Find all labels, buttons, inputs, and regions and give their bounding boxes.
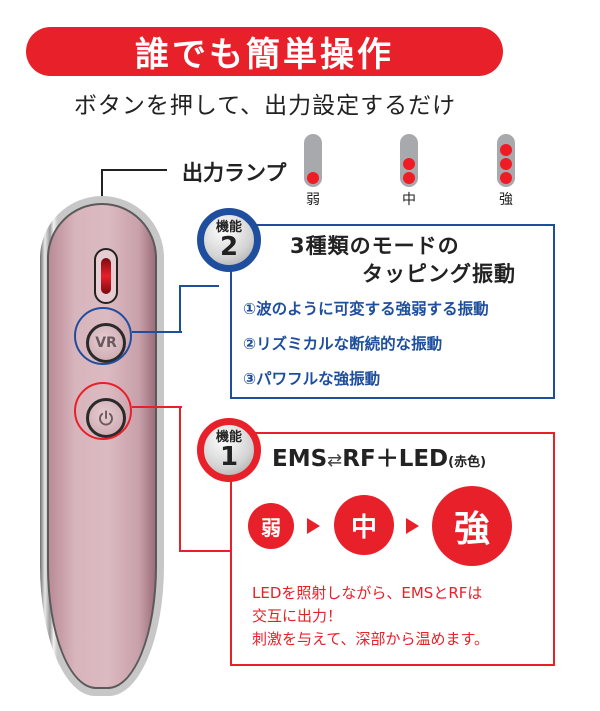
feature2-panel (230, 224, 555, 399)
lamp-dot (403, 172, 415, 184)
feature2-item-2: ②リズミカルな断続的な振動 (243, 335, 443, 353)
feature1-desc-line-3: 刺激を与えて、深部から温めます。 (252, 630, 490, 648)
feature2-badge-label: 機能 (215, 219, 242, 235)
feature2-connector-vertical (179, 285, 181, 333)
lamp-caption-weak: 弱 (306, 192, 320, 208)
feature1-connector-bottom (179, 550, 230, 552)
page-title: 誰でも簡単操作 (135, 35, 394, 75)
output-lamp (94, 248, 118, 304)
led-light (101, 258, 111, 294)
feature1-title-ems: EMS (272, 446, 328, 472)
device-body: VR (47, 203, 157, 689)
lamp-dot (307, 172, 319, 184)
feature2-badge: 機能 2 (197, 208, 261, 272)
level-mid-label: 中 (350, 512, 377, 543)
vr-button-highlight-ring (74, 307, 132, 365)
arrow-right-icon (406, 518, 419, 534)
feature1-badge: 機能 1 (197, 418, 261, 482)
lamp-dot (500, 144, 512, 156)
feature1-connector-vertical (179, 406, 181, 552)
title-banner: 誰でも簡単操作 (26, 27, 503, 76)
feature1-desc-line-2: 交互に出力！ (252, 607, 343, 625)
level-strong-label: 強 (453, 509, 490, 550)
feature2-title-line2: タッピング振動 (362, 262, 516, 286)
feature1-title-color-note: (赤色) (448, 455, 487, 470)
feature2-connector-top (179, 285, 219, 287)
lamp-caption-mid: 中 (402, 192, 416, 208)
feature2-item-1: ①波のように可変する強弱する振動 (243, 300, 489, 318)
feature2-badge-number: 2 (219, 231, 239, 262)
level-mid-circle: 中 (334, 495, 394, 555)
feature2-connector (132, 331, 182, 333)
level-weak-label: 弱 (261, 515, 281, 540)
lamp-dot (500, 158, 512, 170)
feature1-title-rest: RF＋LED (342, 446, 449, 472)
lamp-indicator-mid (400, 134, 418, 187)
device-image: VR (40, 196, 164, 696)
lamp-dot (500, 172, 512, 184)
level-strong-circle: 強 (432, 486, 512, 566)
feature1-badge-label: 機能 (215, 429, 242, 445)
arrow-right-icon (307, 518, 320, 534)
feature1-badge-number: 1 (219, 441, 239, 472)
feature1-desc-line-1: LEDを照射しながら、EMSとRFは (252, 584, 483, 602)
feature2-title-line1: 3種類のモードの (290, 234, 460, 258)
power-button-highlight-ring (74, 382, 132, 440)
lamp-indicator-weak (304, 134, 322, 187)
lamp-caption-strong: 強 (499, 192, 513, 208)
lamp-connector-line (101, 169, 167, 171)
lamp-dot (403, 158, 415, 170)
subtitle: ボタンを押して、出力設定するだけ (73, 93, 457, 119)
lamp-indicator-strong (497, 134, 515, 187)
lamp-label: 出力ランプ (182, 161, 287, 185)
feature2-item-3: ③パワフルな強振動 (243, 370, 381, 388)
swap-arrows-icon: ⇄ (327, 450, 343, 471)
level-weak-circle: 弱 (248, 503, 294, 549)
feature1-title: EMS⇄RF＋LED(赤色) (272, 439, 486, 473)
feature1-connector (132, 406, 182, 408)
